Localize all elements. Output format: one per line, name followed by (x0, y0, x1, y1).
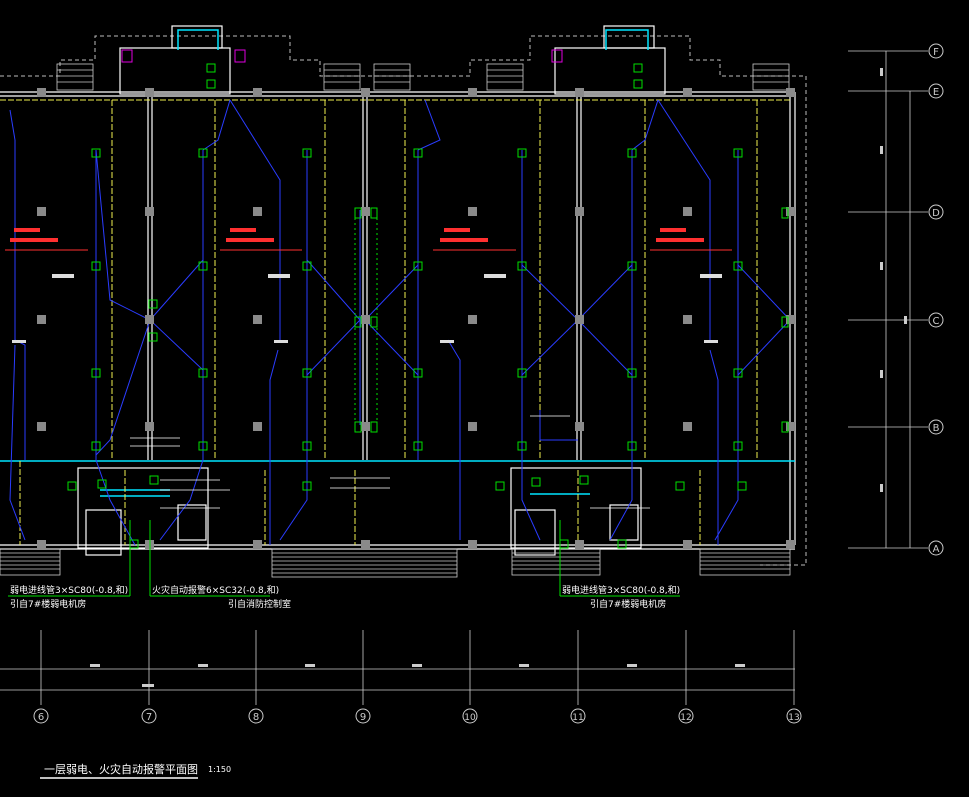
axis-bubble-D (928, 204, 944, 220)
axis-bubble-10 (462, 708, 478, 724)
axis-label-6: 6 (38, 712, 44, 723)
drawing-scale: 1:150 (208, 765, 231, 774)
axis-bubble-E (928, 83, 944, 99)
outline-dashed (0, 35, 807, 566)
column-axis-bubbles: 6 7 8 9 10 11 12 13 (33, 708, 802, 724)
axis-label-B: B (933, 423, 940, 434)
axis-bubble-7 (141, 708, 157, 724)
axis-label-E: E (933, 87, 939, 98)
axis-label-13: 13 (788, 713, 799, 723)
drawing-title: 一层弱电、火灾自动报警平面图 (44, 762, 198, 776)
exterior-steps (0, 548, 791, 578)
axis-bubble-13 (786, 708, 802, 724)
axis-label-8: 8 (253, 712, 259, 723)
core-notes (130, 415, 650, 509)
cable-note-2-line1: 火灾自动报警6×SC32(-0.8,和) (152, 584, 279, 596)
building-walls (0, 25, 796, 556)
axis-label-D: D (932, 208, 940, 219)
axis-bubble-F (928, 43, 944, 59)
row-axis-bubbles: F E D C B A (928, 43, 944, 556)
cable-note-1-line2: 引自7#楼弱电机房 (10, 598, 86, 610)
axis-label-9: 9 (360, 712, 366, 723)
red-annotation-text (10, 228, 704, 242)
axis-bubble-B (928, 419, 944, 435)
top-vent-boxes (56, 63, 790, 91)
speaker-icons (354, 207, 789, 433)
cable-note-2-line2: 引自消防控制室 (228, 598, 291, 610)
dimension-text (90, 68, 907, 687)
axis-bubble-C (928, 312, 944, 328)
cable-note-3-line1: 弱电进线管3×SC80(-0.8,和) (562, 584, 680, 596)
axis-bubble-6 (33, 708, 49, 724)
smoke-detector-icons (67, 63, 747, 549)
axis-grid-lines (0, 50, 928, 705)
axis-bubble-11 (570, 708, 586, 724)
axis-label-11: 11 (572, 713, 583, 723)
structural-columns (37, 88, 795, 549)
axis-label-10: 10 (464, 713, 476, 723)
axis-label-C: C (933, 316, 940, 327)
cable-note-3-line2: 引自7#楼弱电机房 (590, 598, 666, 610)
axis-label-F: F (933, 47, 939, 58)
axis-label-12: 12 (680, 713, 691, 723)
cable-note-1-line1: 弱电进线管3×SC80(-0.8,和) (10, 584, 128, 596)
cyan-lines (0, 29, 795, 497)
room-labels (12, 274, 722, 343)
axis-label-A: A (933, 544, 940, 555)
axis-bubble-A (928, 540, 944, 556)
axis-bubble-9 (355, 708, 371, 724)
magenta-elements (121, 49, 563, 63)
green-risers (354, 218, 378, 420)
cable-note-lines (8, 520, 680, 597)
axis-bubble-12 (678, 708, 694, 724)
axis-bubble-8 (248, 708, 264, 724)
axis-label-7: 7 (146, 712, 152, 723)
